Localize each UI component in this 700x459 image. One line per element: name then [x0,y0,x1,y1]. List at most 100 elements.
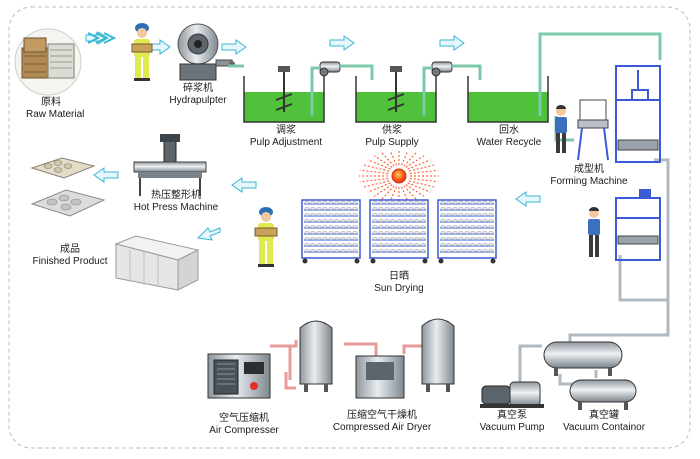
sun-ray [405,184,425,197]
label-hot-press-cn: 热压整形机 [151,190,201,201]
sun-ray [407,159,431,170]
egg-tray-image [30,157,106,217]
compressed-air-dryer [355,355,405,399]
pump-2 [431,61,453,77]
label-water-recycle: 回水 Water Recycle [472,125,546,148]
air-compressor [207,353,271,399]
label-raw-material-en: Raw Material [26,108,85,120]
label-raw-material-cn: 原料 [41,97,61,108]
sun-ray [389,186,398,202]
forming-side-table [577,99,609,161]
label-vacuum-pump-en: Vacuum Pump [479,421,545,433]
label-finished-product: 成品 Finished Product [24,244,116,267]
sun-ray [408,180,436,188]
sun-ray [359,177,389,183]
sun-ray [381,185,395,200]
label-hot-press: 热压整形机 Hot Press Machine [128,190,224,213]
sun-ray [373,184,393,197]
flow-chevrons [87,32,117,44]
label-pulp-adjustment-cn: 调浆 [276,125,296,136]
label-hot-press-en: Hot Press Machine [133,201,219,213]
label-sun-drying-en: Sun Drying [374,282,424,294]
sun-ray [381,152,395,167]
air-receiver-tank-2 [421,318,455,392]
drying-rack [437,199,497,264]
chevron-3 [103,32,117,44]
pump-1 [319,61,341,77]
flow-arrow-supply-to-recycle [439,35,465,51]
label-hydrapulpter: 碎浆机 Hydrapulpter [166,83,230,106]
label-vacuum-pump-cn: 真空泵 [497,410,527,421]
label-hydrapulpter-en: Hydrapulpter [169,94,227,106]
worker-figure-1 [131,23,153,81]
label-water-recycle-cn: 回水 [499,125,519,136]
sun-ray [373,155,393,168]
flow-arrow-forming-to-drying [515,191,541,207]
forming-machine-lower [615,189,661,261]
label-air-compresser-cn: 空气压缩机 [219,413,269,424]
raw-material-image [14,28,82,96]
label-pulp-supply-en: Pulp Supply [365,136,419,148]
label-vacuum-container-cn: 真空罐 [589,410,619,421]
label-vacuum-container: 真空罐 Vacuum Containor [556,410,652,433]
label-water-recycle-en: Water Recycle [476,136,542,148]
label-air-dryer-cn: 压缩空气干燥机 [347,410,417,421]
finished-product-image [114,235,200,291]
sun-drying-racks [301,199,497,264]
flow-arrow-adjust-to-supply [329,35,355,51]
forming-machine-upper [615,65,661,163]
flow-arrows [85,31,541,241]
worker-forming-1 [555,105,567,153]
sun-ray [400,150,409,166]
label-forming-machine: 成型机 Forming Machine [548,164,630,187]
vacuum-container-upper [543,341,623,376]
border-frame [8,6,691,449]
vacuum-pump [480,381,544,408]
sun-icon [359,150,439,202]
sun-ray [408,164,436,172]
sun-ray [403,185,417,200]
label-vacuum-container-en: Vacuum Containor [562,421,646,433]
sun-ray [403,152,417,167]
flow-arrow-worker-to-finished [196,227,221,241]
label-air-compresser: 空气压缩机 Air Compresser [204,413,284,436]
chevron-2 [95,32,109,44]
label-sun-drying: 日晒 Sun Drying [364,271,434,294]
label-raw-material: 原料 Raw Material [26,97,85,120]
drying-rack [369,199,429,264]
flow-arrow-pulper-to-tank [221,39,247,55]
sun-ray [409,169,439,175]
sun-ray [359,169,389,175]
sun-ray [407,182,431,193]
drying-rack [301,199,361,264]
vacuum-container-lower [569,379,637,410]
label-forming-machine-cn: 成型机 [574,164,604,175]
tank-water-recycle [467,76,549,123]
flow-arrow-drying-to-hotpress [231,177,257,193]
label-pulp-supply: 供浆 Pulp Supply [360,125,424,148]
label-hydrapulpter-cn: 碎浆机 [183,83,213,94]
label-air-dryer: 压缩空气干燥机 Compressed Air Dryer [330,410,434,433]
label-sun-drying-cn: 日晒 [389,271,409,282]
air-pipes [270,326,432,390]
label-finished-product-cn: 成品 [60,244,80,255]
label-pulp-supply-cn: 供浆 [382,125,402,136]
label-pulp-adjustment: 调浆 Pulp Adjustment [244,125,328,148]
sun-ray [400,186,409,202]
label-finished-product-en: Finished Product [32,255,108,267]
flow-arrow-hotpress-to-egg [93,167,119,183]
sun-ray [362,164,390,172]
label-pulp-adjustment-en: Pulp Adjustment [249,136,323,148]
sun-ray [389,150,398,166]
sun-ray [367,159,391,170]
label-forming-machine-en: Forming Machine [550,175,628,187]
air-receiver-tank-1 [299,320,333,392]
sun-ray [409,177,439,183]
sun-ray [367,182,391,193]
label-vacuum-pump: 真空泵 Vacuum Pump [476,410,548,433]
hydrapulper-machine [177,23,235,81]
sun-ray [405,155,425,168]
chevron-1 [87,32,101,44]
label-air-compresser-en: Air Compresser [209,424,279,436]
